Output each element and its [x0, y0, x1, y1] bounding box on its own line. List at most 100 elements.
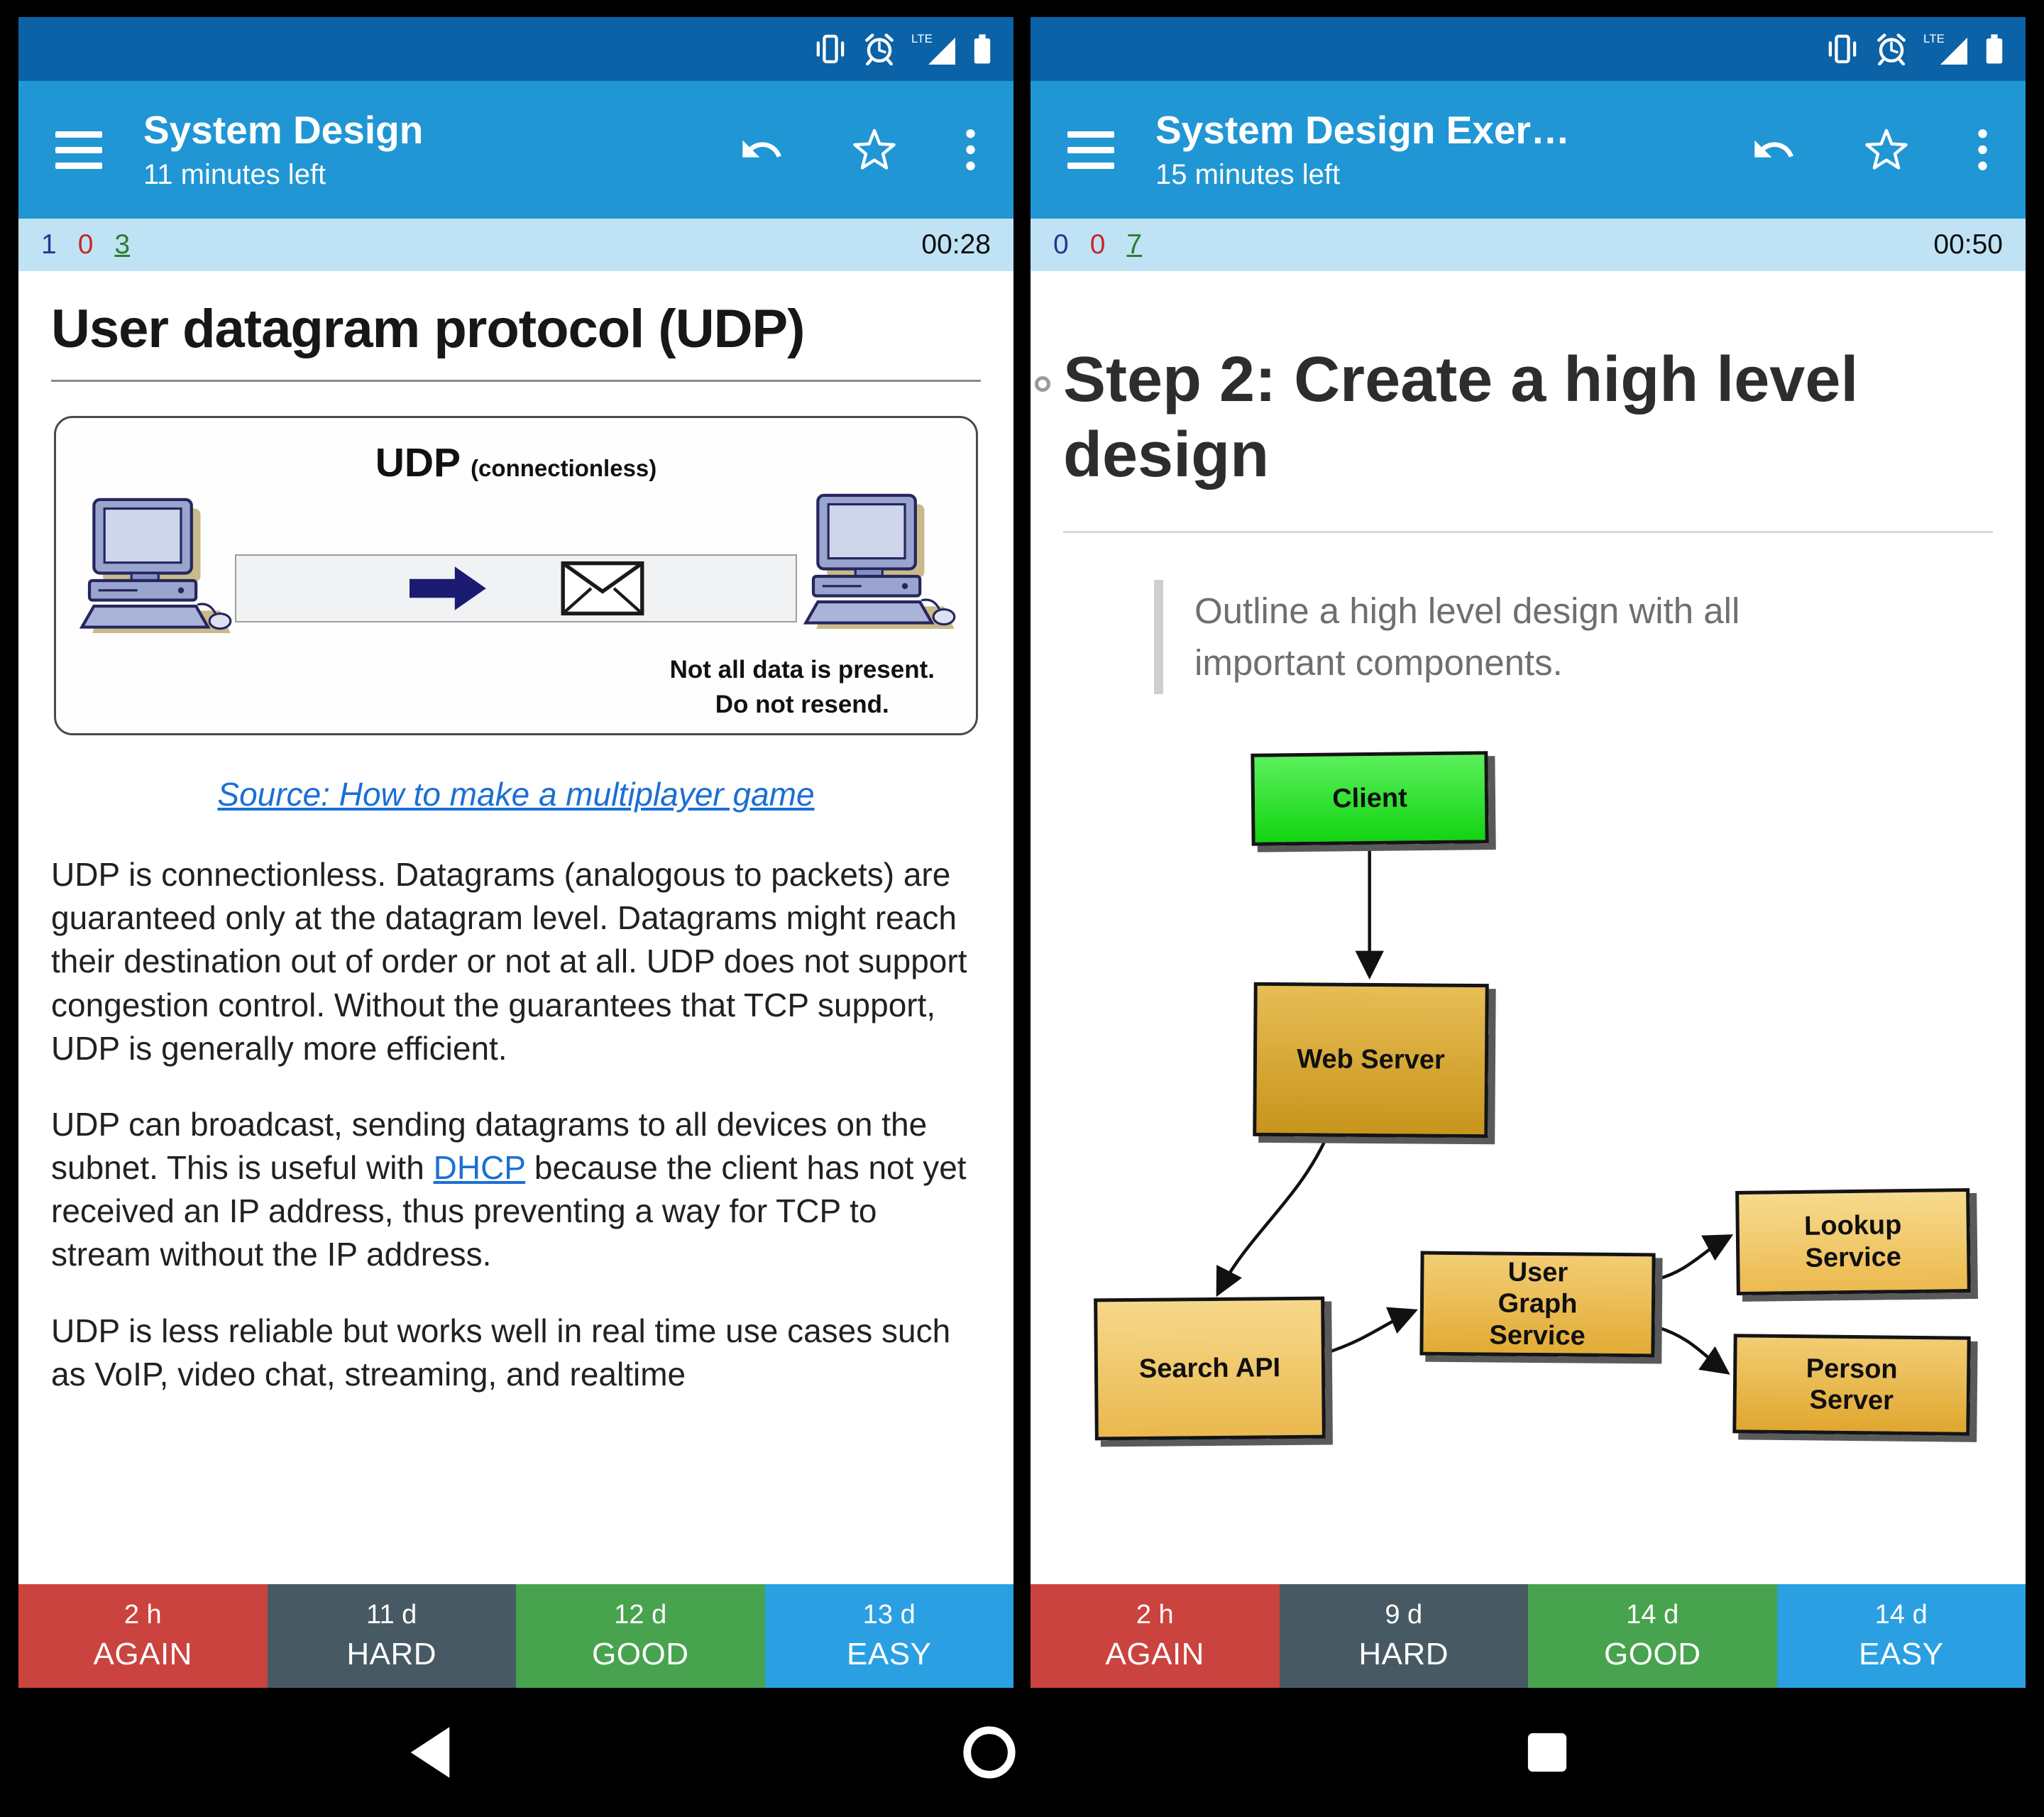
overflow-menu-icon[interactable] [965, 128, 977, 172]
node-client: Client [1251, 751, 1489, 846]
anchor-link-icon [1035, 376, 1050, 392]
udp-diagram: UDP (connectionless) Not all data is pres… [54, 416, 978, 735]
good-label: GOOD [1604, 1637, 1701, 1671]
counts-bar: 0 0 7 00:50 [1031, 219, 2026, 271]
node-lookup-service: Lookup Service [1735, 1188, 1971, 1296]
good-interval: 14 d [1626, 1600, 1679, 1630]
dhcp-link[interactable]: DHCP [433, 1149, 526, 1187]
again-button[interactable]: 2 h AGAIN [18, 1584, 268, 1688]
learning-count: 0 [77, 229, 94, 260]
computer-icon [76, 492, 233, 642]
step-heading-text: Step 2: Create a high level design [1063, 344, 1859, 491]
learning-count: 0 [1089, 229, 1106, 260]
paragraph-3: UDP is less reliable but works well in r… [51, 1312, 951, 1393]
source-link[interactable]: Source: How to make a multiplayer game [217, 776, 815, 813]
good-interval: 12 d [614, 1600, 667, 1630]
envelope-icon [561, 561, 644, 616]
connectionless-label: (connectionless) [471, 455, 657, 481]
udp-note-line2: Do not resend. [715, 690, 889, 718]
alarm-icon [863, 33, 896, 65]
node-search-api: Search API [1094, 1296, 1326, 1441]
easy-label: EASY [1859, 1637, 1944, 1671]
network-label: LTE [1923, 32, 1945, 45]
new-count: 1 [41, 229, 57, 260]
paragraph-2-text: UDP can broadcast, sending datagrams to … [51, 1105, 928, 1187]
architecture-diagram: Client Web Server Search API User Graph … [1063, 740, 1993, 1449]
counts-bar: 1 0 3 00:28 [18, 219, 1013, 271]
easy-button[interactable]: 13 d EASY [764, 1584, 1013, 1688]
again-button[interactable]: 2 h AGAIN [1031, 1584, 1280, 1688]
answer-bar: 2 h AGAIN 11 d HARD 12 d GOOD 13 d EASY [18, 1584, 1013, 1688]
easy-button[interactable]: 14 d EASY [1776, 1584, 2026, 1688]
menu-icon[interactable] [55, 131, 102, 169]
node-person-server: Person Server [1732, 1334, 1971, 1436]
computer-icon [800, 488, 957, 638]
node-web-server: Web Server [1253, 982, 1489, 1138]
deck-title: System Design Exer… [1155, 109, 1570, 152]
udp-diagram-title: UDP (connectionless) [56, 439, 976, 486]
vibrate-icon [813, 34, 847, 64]
card-timer: 00:28 [921, 229, 991, 260]
card-content: Step 2: Create a high level design Outli… [1031, 271, 2026, 1584]
hard-button[interactable]: 9 d HARD [1279, 1584, 1528, 1688]
paragraph-1: UDP is connectionless. Datagrams (analog… [51, 856, 967, 1067]
hard-label: HARD [346, 1637, 437, 1671]
card-heading: User datagram protocol (UDP) [51, 299, 806, 359]
toolbar-titles: System Design Exer… 15 minutes left [1155, 109, 1730, 191]
signal-icon: LTE [1923, 32, 1967, 65]
again-interval: 2 h [123, 1600, 162, 1630]
status-bar: LTE [1031, 17, 2026, 81]
instruction-quote: Outline a high level design with all imp… [1154, 580, 1892, 695]
menu-icon[interactable] [1067, 131, 1114, 169]
diagram-arrows [1216, 847, 1734, 1375]
node-user-graph-service: User Graph Service [1419, 1251, 1656, 1358]
divider [51, 380, 981, 382]
star-icon[interactable] [1864, 128, 1908, 172]
time-left-label: 15 minutes left [1155, 158, 1341, 190]
time-left-label: 11 minutes left [143, 158, 326, 190]
star-icon[interactable] [852, 128, 896, 172]
vibrate-icon [1825, 34, 1859, 64]
udp-label: UDP [375, 440, 461, 485]
paragraph-2: UDP can broadcast, sending datagrams to … [51, 1103, 981, 1277]
easy-label: EASY [847, 1637, 932, 1671]
toolbar-titles: System Design 11 minutes left [143, 109, 718, 191]
app-toolbar: System Design Exer… 15 minutes left [1031, 81, 2026, 219]
divider [1063, 531, 1993, 534]
review-count: 3 [114, 229, 131, 260]
card-heading: Step 2: Create a high level design [1035, 342, 1993, 493]
again-label: AGAIN [1105, 1637, 1204, 1671]
back-icon[interactable] [408, 1724, 452, 1781]
good-button[interactable]: 14 d GOOD [1528, 1584, 1777, 1688]
battery-icon [1984, 33, 2004, 65]
undo-icon[interactable] [739, 127, 784, 172]
transmission-band [235, 554, 797, 622]
alarm-icon [1875, 33, 1908, 65]
source-line: Source: How to make a multiplayer game [51, 775, 981, 813]
overflow-menu-icon[interactable] [1977, 128, 1989, 172]
udp-note: Not all data is present. Do not resend. [670, 653, 935, 722]
card-timer: 00:50 [1933, 229, 2003, 260]
network-label: LTE [911, 32, 933, 45]
app-toolbar: System Design 11 minutes left [18, 81, 1013, 219]
hard-button[interactable]: 11 d HARD [267, 1584, 516, 1688]
good-button[interactable]: 12 d GOOD [516, 1584, 765, 1688]
undo-icon[interactable] [1751, 127, 1796, 172]
android-nav-bar [0, 1688, 2044, 1817]
new-count: 0 [1053, 229, 1069, 260]
arrow-right-icon [388, 565, 510, 612]
easy-interval: 14 d [1874, 1600, 1928, 1630]
status-bar: LTE [18, 17, 1013, 81]
home-icon[interactable] [960, 1723, 1018, 1782]
hard-interval: 11 d [366, 1600, 417, 1630]
hard-interval: 9 d [1385, 1600, 1423, 1630]
recents-icon[interactable] [1525, 1730, 1569, 1774]
left-screen: LTE System Design 11 minutes left 1 0 3 … [18, 17, 1013, 1688]
udp-note-line1: Not all data is present. [669, 656, 935, 684]
again-label: AGAIN [93, 1637, 192, 1671]
signal-icon: LTE [911, 32, 955, 65]
battery-icon [972, 33, 992, 65]
paragraph-2-text: because the client has not yet received … [51, 1149, 967, 1273]
review-count: 7 [1126, 229, 1143, 260]
